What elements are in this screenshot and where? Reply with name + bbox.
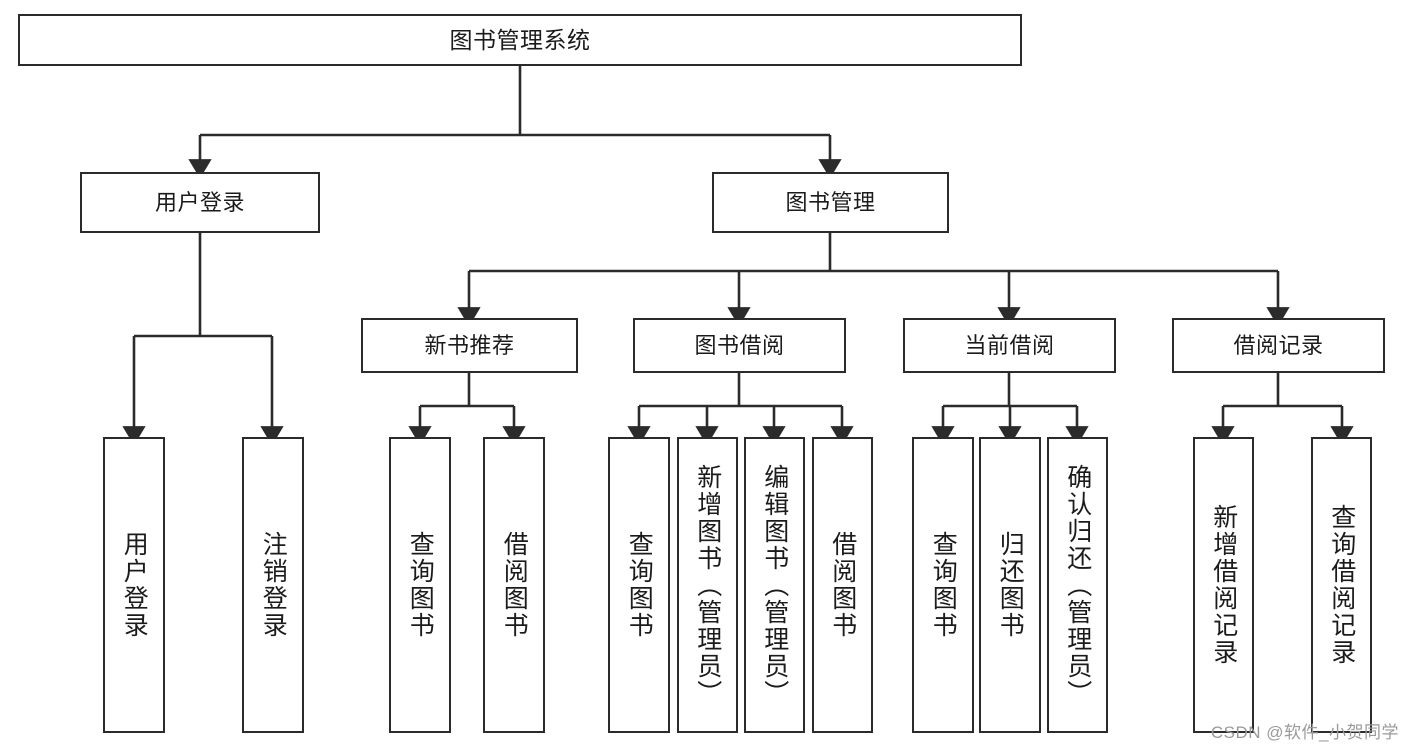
leaf-user-login[interactable]: 用户登录 <box>103 437 165 733</box>
node-borrow-records[interactable]: 借阅记录 <box>1172 318 1385 373</box>
leaf-logout-label: 注销登录 <box>259 531 288 639</box>
leaf-add-borrow-record-label: 新增借阅记录 <box>1209 504 1238 666</box>
node-new-book-recommendation-label: 新书推荐 <box>424 332 515 358</box>
node-root-label: 图书管理系统 <box>449 26 591 53</box>
leaf-query-book-newbook-label: 查询图书 <box>406 531 435 639</box>
leaf-query-borrow-record[interactable]: 查询借阅记录 <box>1311 437 1372 733</box>
watermark-text: CSDN @软件_小贺同学 <box>1210 723 1399 742</box>
leaf-confirm-return-admin[interactable]: 确认归还（管理员） <box>1047 437 1108 733</box>
leaf-query-book-current[interactable]: 查询图书 <box>912 437 974 733</box>
leaf-query-book-newbook[interactable]: 查询图书 <box>389 437 451 733</box>
leaf-edit-book-admin[interactable]: 编辑图书（管理员） <box>744 437 805 733</box>
node-current-borrowing-label: 当前借阅 <box>964 332 1055 358</box>
leaf-return-book-label: 归还图书 <box>996 531 1025 639</box>
leaf-add-book-admin[interactable]: 新增图书（管理员） <box>677 437 738 733</box>
node-user-login-label: 用户登录 <box>154 189 245 215</box>
node-root[interactable]: 图书管理系统 <box>18 14 1022 66</box>
leaf-add-book-admin-label: 新增图书（管理员） <box>693 463 722 707</box>
node-book-management[interactable]: 图书管理 <box>712 172 949 233</box>
leaf-query-borrow-record-label: 查询借阅记录 <box>1327 504 1356 666</box>
node-borrow-records-label: 借阅记录 <box>1233 332 1324 358</box>
node-book-borrowing[interactable]: 图书借阅 <box>633 318 846 373</box>
leaf-edit-book-admin-label: 编辑图书（管理员） <box>760 463 789 707</box>
leaf-borrow-book-newbook[interactable]: 借阅图书 <box>483 437 545 733</box>
node-book-management-label: 图书管理 <box>785 189 876 215</box>
node-new-book-recommendation[interactable]: 新书推荐 <box>361 318 578 373</box>
leaf-add-borrow-record[interactable]: 新增借阅记录 <box>1193 437 1254 733</box>
leaf-user-login-label: 用户登录 <box>120 531 149 639</box>
leaf-borrow-book-borrowing[interactable]: 借阅图书 <box>812 437 873 733</box>
leaf-query-book-current-label: 查询图书 <box>929 531 958 639</box>
leaf-return-book[interactable]: 归还图书 <box>979 437 1041 733</box>
leaf-logout[interactable]: 注销登录 <box>242 437 304 733</box>
leaf-confirm-return-admin-label: 确认归还（管理员） <box>1063 463 1092 707</box>
leaf-borrow-book-newbook-label: 借阅图书 <box>500 531 529 639</box>
node-current-borrowing[interactable]: 当前借阅 <box>903 318 1116 373</box>
leaf-query-book-borrowing-label: 查询图书 <box>625 531 654 639</box>
leaf-query-book-borrowing[interactable]: 查询图书 <box>608 437 670 733</box>
node-book-borrowing-label: 图书借阅 <box>694 332 785 358</box>
leaf-borrow-book-borrowing-label: 借阅图书 <box>828 531 857 639</box>
node-user-login[interactable]: 用户登录 <box>80 172 320 233</box>
